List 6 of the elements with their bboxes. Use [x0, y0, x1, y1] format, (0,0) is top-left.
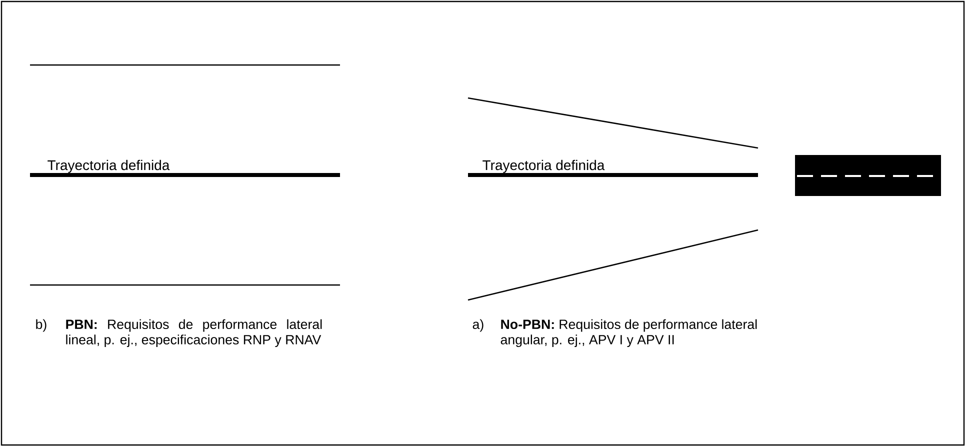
- caption-text: No-PBN: Requisitos de performance lateral angular, p. ej., APV I y APV II: [500, 319, 757, 348]
- item-letter: b): [36, 319, 46, 332]
- path-label: Trayectoria definida: [48, 160, 170, 173]
- item-letter: a): [472, 319, 484, 332]
- caption-text: PBN: Requisitos de performance lateral lineal, p. ej., especificaciones RNP y RNAV: [66, 319, 322, 348]
- path-label: Trayectoria definida: [482, 160, 605, 173]
